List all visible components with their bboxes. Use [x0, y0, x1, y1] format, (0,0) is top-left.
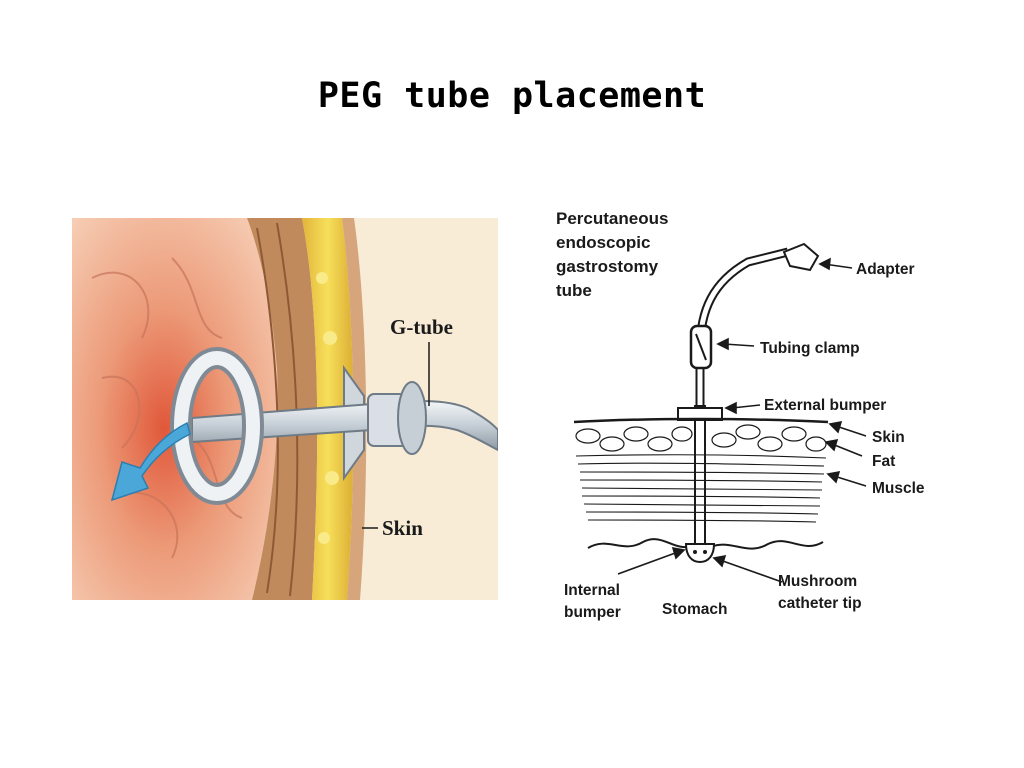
label-skin-left: Skin — [382, 516, 423, 540]
peg-tube-diagram: Percutaneous endoscopic gastrostomy tube — [548, 200, 948, 630]
flow-arrow — [110, 421, 191, 502]
slide-title: PEG tube placement — [317, 76, 707, 116]
diagram-title-line-3: gastrostomy — [556, 257, 659, 276]
muscle-lines — [575, 454, 827, 523]
label-g-tube: G-tube — [390, 315, 453, 339]
mushroom-tip — [684, 543, 716, 564]
muscle-layer — [247, 218, 318, 600]
tube-curve — [695, 247, 790, 406]
adapter — [782, 242, 820, 272]
label-muscle: Muscle — [872, 480, 925, 497]
label-fat: Fat — [872, 453, 895, 470]
label-internal-line-1: Internal — [564, 582, 620, 599]
skin-line — [573, 417, 829, 424]
label-external-bumper: External bumper — [764, 397, 886, 414]
label-adapter: Adapter — [856, 261, 915, 278]
g-tube-illustration: G-tube Skin — [72, 218, 498, 600]
fat-cells — [575, 424, 827, 452]
label-stomach: Stomach — [662, 601, 727, 618]
diagram-title-line-1: Percutaneous — [556, 209, 668, 228]
label-mushroom-line-2: catheter tip — [778, 595, 862, 612]
label-skin-right: Skin — [872, 429, 905, 446]
label-internal-line-2: bumper — [564, 604, 621, 621]
g-tube-illustration-svg: G-tube Skin — [72, 218, 498, 600]
diagram-title-line-4: tube — [556, 281, 592, 300]
label-tubing-clamp: Tubing clamp — [760, 340, 860, 357]
diagram-title-line-2: endoscopic — [556, 233, 650, 252]
label-mushroom-line-1: Mushroom — [778, 573, 857, 590]
peg-tube-diagram-svg: Percutaneous endoscopic gastrostomy tube — [556, 209, 925, 621]
